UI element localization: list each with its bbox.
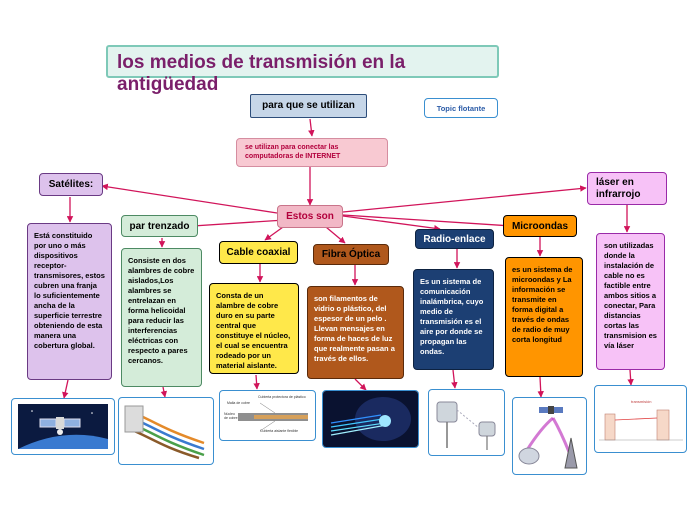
topic-par-trenzado[interactable]: par trenzado	[121, 215, 198, 237]
coaxial-diagram-image: Cubierta protectora de plástico Malla de…	[219, 390, 316, 441]
fiber-optic-image	[322, 390, 419, 448]
laser-diagram-image: transmisión	[594, 385, 687, 453]
satellite-image	[11, 398, 115, 455]
topic-connect[interactable]: se utilizan para conectar las computador…	[236, 138, 388, 167]
twisted-pair-image	[118, 397, 214, 465]
desc-radio-enlace: Es un sistema de comunicación inalámbric…	[413, 269, 494, 370]
coax-label-aislante: Cubierta aislante flexible	[260, 429, 299, 433]
coax-label-cubierta: Cubierta protectora de plástico	[258, 395, 306, 399]
desc-laser-infrarrojo: son utilizadas donde la instalación de c…	[596, 233, 665, 370]
central-topic[interactable]: Estos son	[277, 205, 343, 228]
topic-satelites[interactable]: Satélites:	[39, 173, 103, 196]
topic-radio-enlace[interactable]: Radio-enlace	[415, 229, 494, 249]
laser-diagram-label: transmisión	[631, 399, 652, 404]
topic-laser-infrarrojo[interactable]: láser en infrarrojo	[587, 172, 667, 205]
radio-link-image	[428, 389, 505, 456]
coax-label-malla: Malla de cobre	[227, 401, 250, 405]
microwave-image	[512, 397, 587, 475]
page-title: los medios de transmisión en la antigüed…	[106, 45, 499, 95]
topic-para-que[interactable]: para que se utilizan	[250, 94, 367, 118]
desc-fibra-optica: son filamentos de vidrio o plástico, del…	[307, 286, 404, 379]
desc-par-trenzado: Consiste en dos alambres de cobre aislad…	[121, 248, 202, 387]
topic-fibra-optica[interactable]: Fibra Óptica	[313, 244, 389, 265]
coax-label-nucleo: Núcleo de cobre	[224, 412, 238, 420]
floating-topic[interactable]: Topic flotante	[424, 98, 498, 118]
topic-cable-coaxial[interactable]: Cable coaxial	[219, 241, 298, 264]
topic-microondas[interactable]: Microondas	[503, 215, 577, 237]
desc-cable-coaxial: Consta de un alambre de cobre duro en su…	[209, 283, 299, 374]
desc-microondas: es un sistema de microondas y La informa…	[505, 257, 583, 377]
desc-satelites: Está constituido por uno o más dispositi…	[27, 223, 112, 380]
